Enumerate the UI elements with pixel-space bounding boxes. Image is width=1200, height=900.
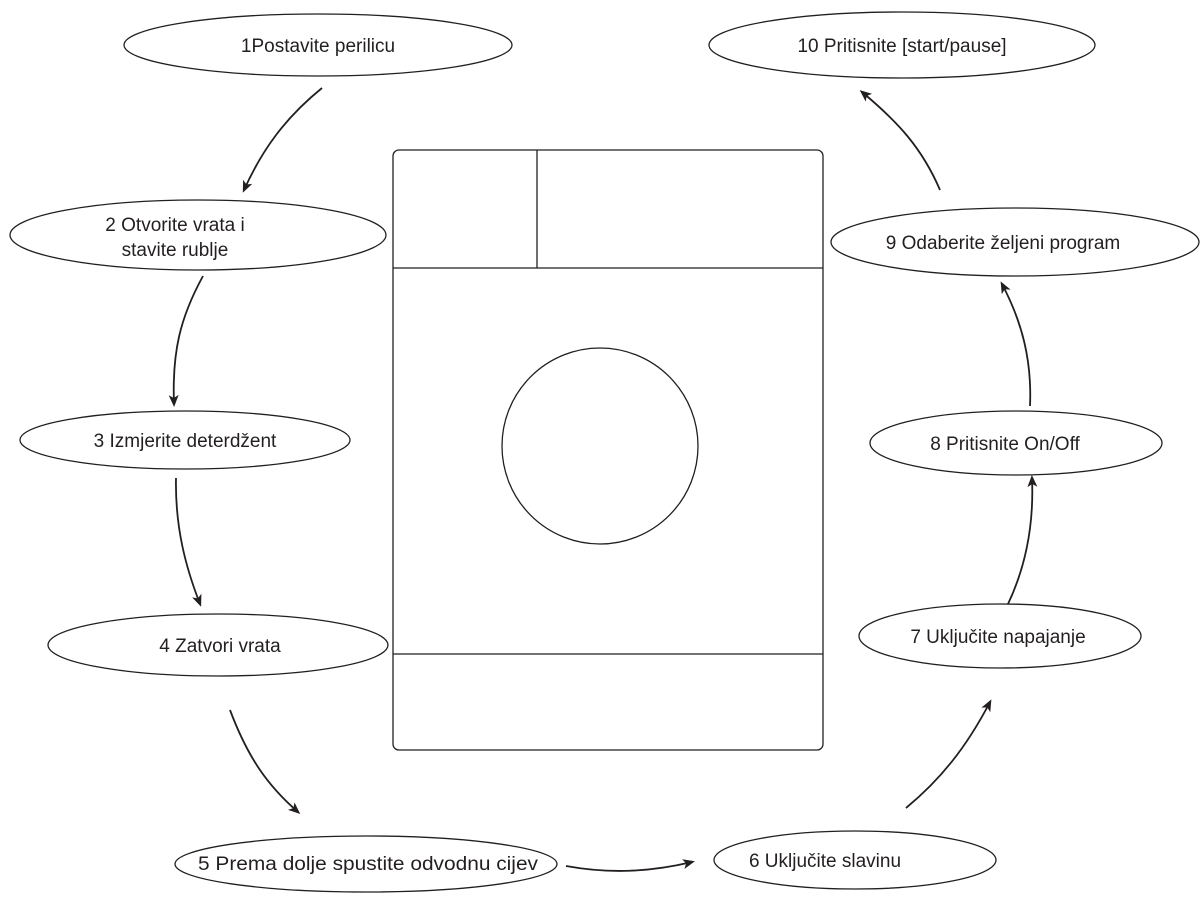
step-label: 8 Pritisnite On/Off <box>930 434 1080 455</box>
machine-door-porthole <box>501 347 699 545</box>
arrow-icon <box>229 709 301 814</box>
step-label: 4 Zatvori vrata <box>159 636 281 657</box>
washing-machine-icon <box>392 149 824 751</box>
arrow-icon <box>859 90 941 191</box>
flow-arrows <box>168 87 1038 872</box>
step-label-line2: stavite rublje <box>122 240 229 261</box>
step-ellipse <box>713 830 997 890</box>
step-ellipse <box>858 603 1142 669</box>
machine-body <box>392 149 824 751</box>
step-label: 9 Odaberite željeni program <box>886 233 1120 254</box>
step-ellipse <box>19 410 351 470</box>
arrow-icon <box>242 87 323 193</box>
step-label: 6 Uključite slavinu <box>749 851 901 872</box>
step-1: 1Postavite perilicu <box>123 13 513 77</box>
arrow-icon <box>168 275 204 407</box>
step-ellipse <box>9 199 387 271</box>
step-4: 4 Zatvori vrata <box>47 613 389 677</box>
arrow-icon <box>905 699 992 809</box>
arrow-icon <box>1007 475 1038 605</box>
arrow-icon <box>565 859 695 872</box>
step-5: 5 Prema dolje spustite odvodnu cijev <box>174 835 558 893</box>
arrow-icon <box>1000 281 1032 407</box>
step-label: 5 Prema dolje spustite odvodnu cijev <box>198 854 539 875</box>
step-label: 2 Otvorite vrata i <box>105 215 244 236</box>
step-label: 7 Uključite napajanje <box>910 627 1085 648</box>
step-ellipse <box>123 13 513 77</box>
step-9: 9 Odaberite željeni program <box>830 207 1200 277</box>
step-6: 6 Uključite slavinu <box>713 830 997 890</box>
step-ellipse <box>708 11 1096 79</box>
step-3: 3 Izmjerite deterdžent <box>19 410 351 470</box>
step-label: 1Postavite perilicu <box>241 36 395 57</box>
step-label: 10 Pritisnite [start/pause] <box>797 36 1006 57</box>
arrow-icon <box>175 477 202 607</box>
step-ellipse <box>47 613 389 677</box>
step-2: 2 Otvorite vrata i stavite rublje <box>9 199 387 271</box>
step-ellipse <box>869 410 1163 476</box>
step-ellipse <box>174 835 558 893</box>
step-10: 10 Pritisnite [start/pause] <box>708 11 1096 79</box>
step-ellipse <box>830 207 1200 277</box>
step-label: 3 Izmjerite deterdžent <box>94 431 277 452</box>
step-7: 7 Uključite napajanje <box>858 603 1142 669</box>
step-8: 8 Pritisnite On/Off <box>869 410 1163 476</box>
